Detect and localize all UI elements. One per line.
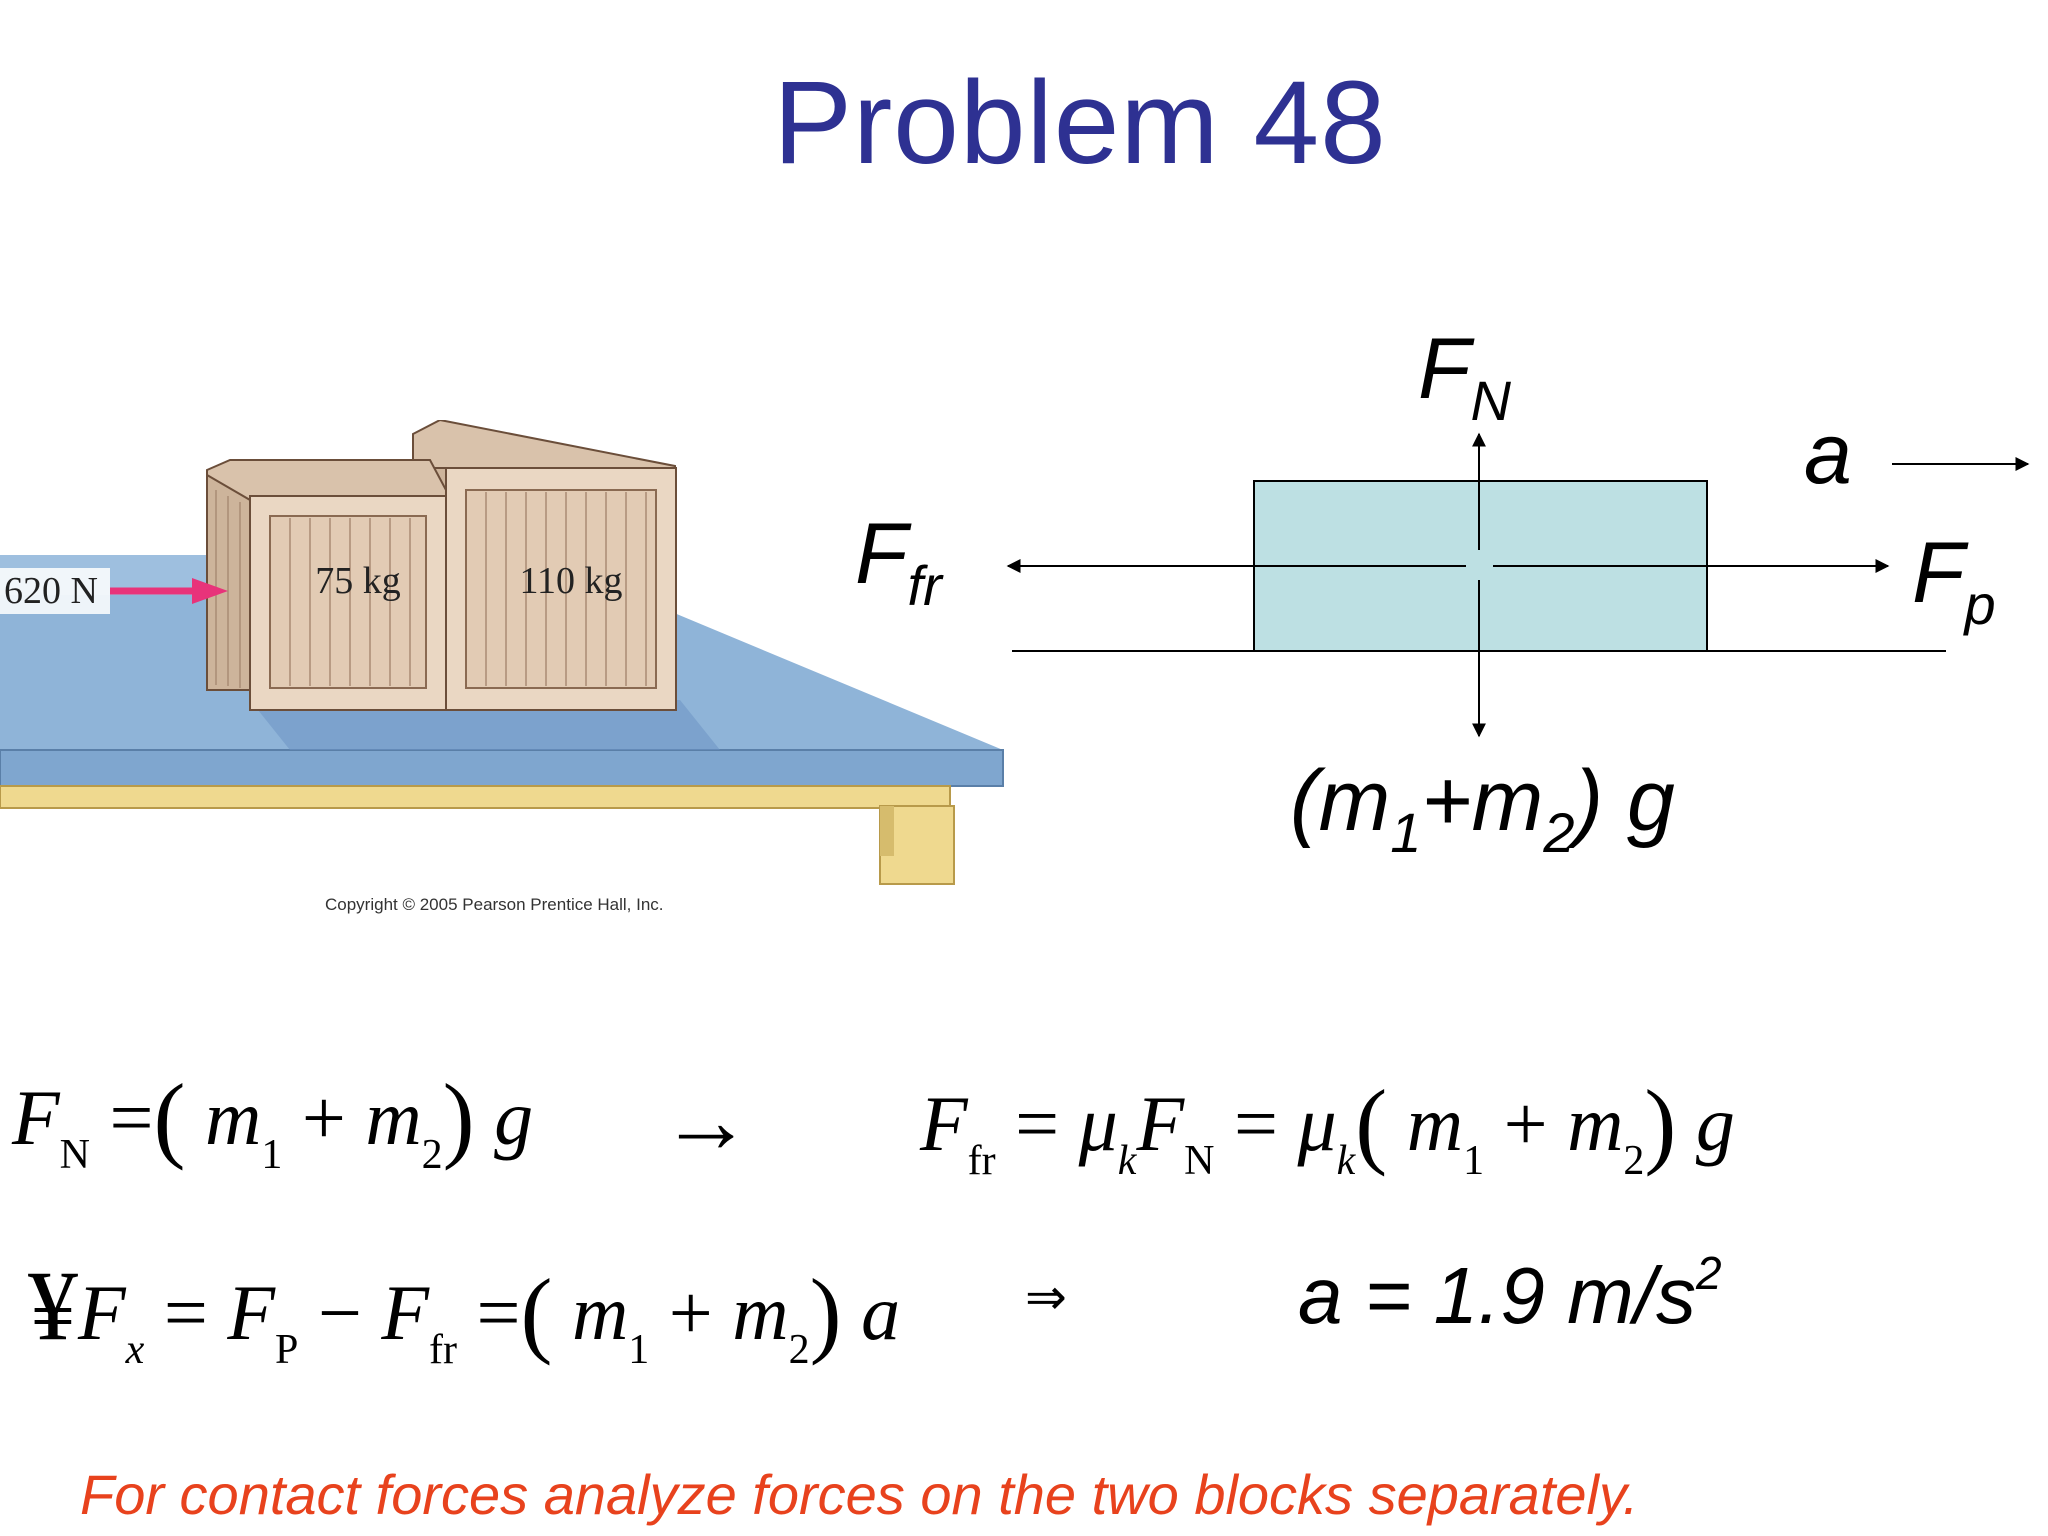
table-apron (0, 785, 951, 809)
crate-75kg (206, 459, 447, 711)
acceleration-result: a = 1.9 m/s2 (1298, 1247, 1722, 1340)
slide-title: Problem 48 (773, 57, 1387, 189)
table-illustration: 75 kg 110 kg 620 N (0, 420, 1004, 885)
free-body-diagram (1006, 432, 2030, 738)
crate1-label: 75 kg (315, 560, 401, 602)
friction-force-label: Ffr (855, 506, 942, 617)
implies-glyph: ⇒ (1025, 1269, 1067, 1325)
crate2-label: 110 kg (519, 560, 622, 602)
equation-friction: Ffr = μkFN = μk( m1 + m2) g (920, 1070, 1735, 1184)
equation-newton-second-law: ¥Fx = FP − Ffr =( m1 + m2) a (28, 1250, 901, 1373)
applied-force-label: 620 N (4, 570, 98, 612)
implies-arrow: → (660, 1070, 752, 1172)
table-edge (0, 749, 1004, 787)
equation-normal-force: FN =( m1 + m2) g (12, 1064, 534, 1178)
push-force-label: Fp (1912, 525, 1996, 636)
acceleration-label: a (1804, 406, 1852, 502)
contact-forces-note: For contact forces analyze forces on the… (80, 1463, 1639, 1526)
applied-force-arrow (110, 578, 228, 604)
copyright-note: Copyright © 2005 Pearson Prentice Hall, … (325, 895, 664, 914)
normal-force-label: FN (1418, 321, 1511, 432)
weight-label: (m1+m2) g (1290, 753, 1675, 864)
